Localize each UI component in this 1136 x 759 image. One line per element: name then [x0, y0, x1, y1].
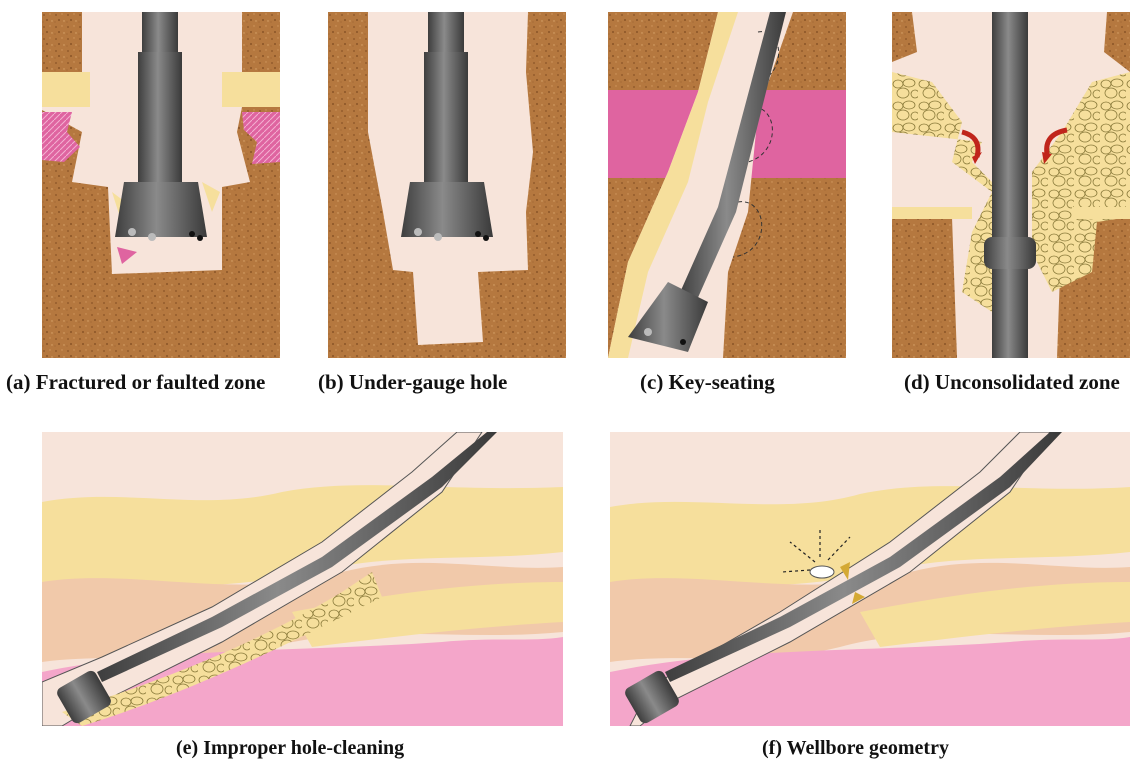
wellbore-geometry-illustration	[610, 432, 1130, 726]
unconsolidated-zone-illustration	[892, 12, 1130, 358]
fractured-zone-illustration	[42, 12, 280, 358]
caption-b: (b) Under-gauge hole	[318, 372, 507, 393]
panel-d-unconsolidated-zone	[892, 12, 1130, 358]
panel-f-wellbore-geometry	[610, 432, 1130, 726]
improper-hole-cleaning-illustration	[42, 432, 563, 726]
panel-e-improper-hole-cleaning	[42, 432, 563, 726]
panel-c-key-seating	[608, 12, 846, 358]
caption-e: (e) Improper hole-cleaning	[176, 738, 404, 758]
under-gauge-hole-illustration	[328, 12, 566, 358]
caption-c: (c) Key-seating	[640, 372, 775, 393]
key-seating-illustration	[608, 12, 846, 358]
caption-a: (a) Fractured or faulted zone	[6, 372, 265, 393]
panel-a-fractured-zone	[42, 12, 280, 358]
panel-b-under-gauge-hole	[328, 12, 566, 358]
caption-f: (f) Wellbore geometry	[762, 738, 949, 758]
caption-d: (d) Unconsolidated zone	[904, 372, 1120, 393]
